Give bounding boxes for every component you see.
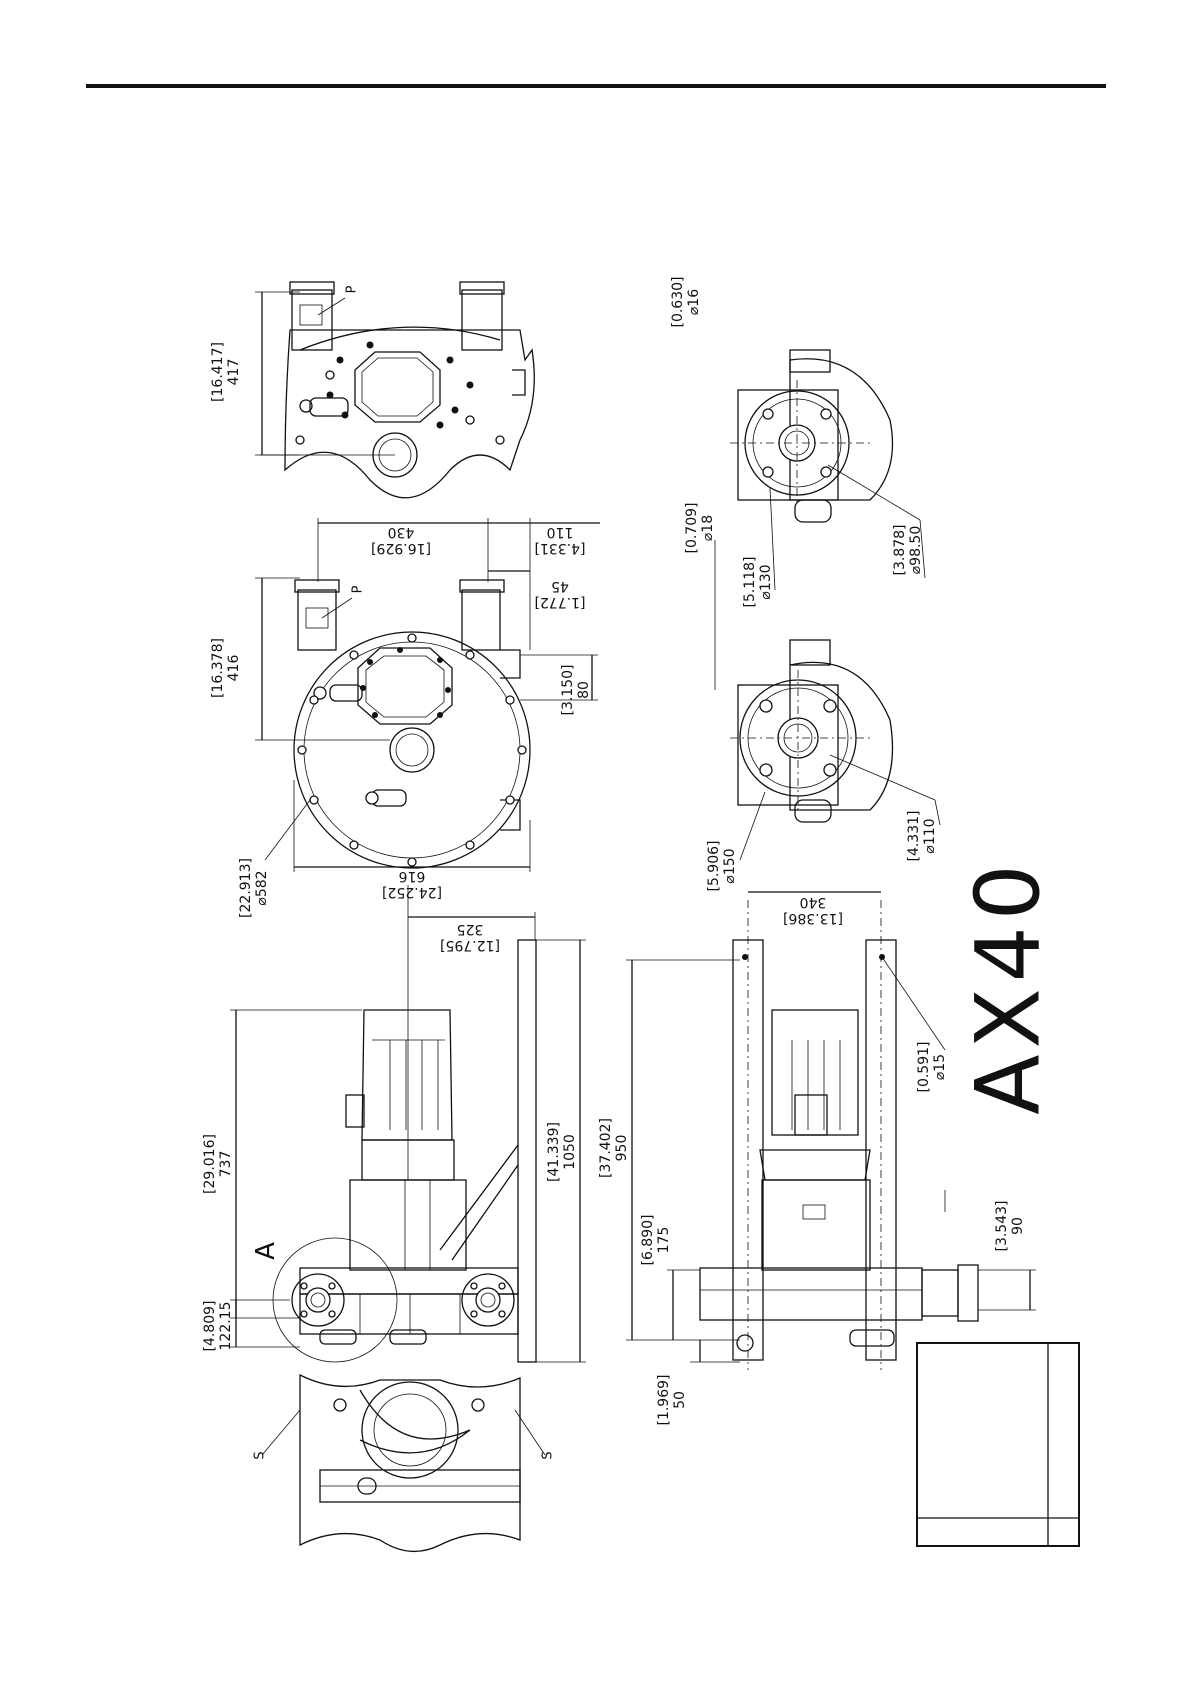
plan-view: [626, 891, 1036, 1370]
dimension-phi18: [0.709]⌀18: [684, 502, 716, 553]
dim-inch: [6.890]: [640, 1214, 656, 1266]
dimension-phi110: [4.331]⌀110: [906, 810, 938, 861]
dim-mm: ⌀130: [758, 564, 774, 600]
dimension-417: [16.417]417: [210, 342, 242, 402]
dim-inch: [1.969]: [656, 1374, 672, 1426]
dimension-340: [13.386]340: [783, 894, 843, 926]
dimension-122-15: [4.809]122.15: [202, 1300, 234, 1351]
title-block: [916, 1342, 1080, 1547]
header-rule: [86, 84, 1106, 88]
dim-inch: [0.591]: [916, 1041, 932, 1093]
dim-inch: [4.331]: [906, 810, 922, 862]
dim-inch: [3.150]: [560, 664, 576, 716]
dim-mm: ⌀110: [922, 818, 938, 854]
dim-inch: [5.118]: [742, 556, 758, 608]
partial-plan-view: [261, 1373, 546, 1553]
dim-mm: 416: [226, 654, 242, 682]
dimension-80: [3.150]80: [560, 664, 592, 715]
dim-inch: [0.709]: [684, 502, 700, 554]
dimension-737: [29.016]737: [202, 1134, 234, 1194]
flange-detail-small: [714, 349, 926, 690]
dimension-430: [16.929]430: [371, 524, 431, 556]
dim-inch: [16.417]: [210, 342, 226, 402]
dim-mm: 430: [387, 524, 415, 540]
dimension-616: [24.252]616: [382, 868, 442, 900]
dim-mm: ⌀15: [932, 1053, 948, 1081]
dimension-582: [22.913]⌀582: [238, 858, 270, 918]
dim-inch: [37.402]: [598, 1118, 614, 1178]
dim-mm: 175: [656, 1226, 672, 1254]
dim-mm: ⌀582: [254, 870, 270, 906]
dim-mm: 616: [398, 868, 426, 884]
dim-inch: [13.386]: [783, 910, 843, 926]
port-p-label-1: P: [344, 285, 360, 294]
dim-mm: 737: [218, 1150, 234, 1178]
side-elevation: [230, 885, 586, 1363]
dim-mm: 340: [799, 894, 827, 910]
model-text: AX40: [956, 858, 1060, 1115]
dim-inch: [29.016]: [202, 1134, 218, 1194]
dimension-50: [1.969]50: [656, 1374, 688, 1425]
dim-inch: [4.809]: [202, 1300, 218, 1352]
bolt-s-label-1: S: [252, 1451, 268, 1460]
dim-inch: [4.331]: [534, 540, 586, 556]
dim-mm: 80: [576, 681, 592, 699]
dim-mm: 417: [226, 358, 242, 386]
dimension-phi130: [5.118]⌀130: [742, 556, 774, 607]
dim-inch: [16.378]: [210, 638, 226, 698]
dim-mm: ⌀150: [722, 848, 738, 884]
dim-inch: [22.913]: [238, 858, 254, 918]
dim-inch: [3.878]: [892, 524, 908, 576]
flange-detail-large: [730, 639, 941, 861]
partial-end-view: [255, 281, 535, 499]
dimension-175: [6.890]175: [640, 1214, 672, 1265]
dim-mm: 110: [546, 524, 574, 540]
end-view-circle: [255, 518, 600, 872]
dim-inch: [1.772]: [534, 594, 586, 610]
dimension-90: [3.543]90: [994, 1200, 1026, 1251]
dim-inch: [16.929]: [371, 540, 431, 556]
dim-inch: [3.543]: [994, 1200, 1010, 1252]
dimension-45: [1.772]45: [534, 578, 585, 610]
dimension-950: [37.402]950: [598, 1118, 630, 1178]
dimension-1050: [41.339]1050: [546, 1122, 578, 1182]
dim-mm: ⌀98.50: [908, 525, 924, 575]
dim-inch: [0.630]: [670, 276, 686, 328]
dim-mm: 45: [551, 578, 569, 594]
dim-mm: ⌀18: [700, 514, 716, 542]
dimension-416: [16.378]416: [210, 638, 242, 698]
view-a-label: A: [250, 1242, 281, 1260]
dim-inch: [12.795]: [440, 937, 500, 953]
dimension-phi16: [0.630]⌀16: [670, 276, 702, 327]
dim-inch: [24.252]: [382, 884, 442, 900]
port-p-label-2: P: [350, 585, 366, 594]
dim-mm: 50: [672, 1391, 688, 1409]
dimension-phi98-50: [3.878]⌀98.50: [892, 524, 924, 575]
dim-mm: 90: [1010, 1217, 1026, 1235]
dimension-325: [12.795]325: [440, 921, 500, 953]
dim-inch: [41.339]: [546, 1122, 562, 1182]
dim-mm: ⌀16: [686, 288, 702, 316]
dim-mm: 1050: [562, 1134, 578, 1170]
dim-mm: 950: [614, 1134, 630, 1162]
dimension-110: [4.331]110: [534, 524, 585, 556]
dimension-phi150: [5.906]⌀150: [706, 840, 738, 891]
dimension-phi15: [0.591]⌀15: [916, 1041, 948, 1092]
dim-mm: 325: [456, 921, 484, 937]
dim-inch: [5.906]: [706, 840, 722, 892]
bolt-s-label-2: S: [540, 1451, 556, 1460]
dim-mm: 122.15: [218, 1301, 234, 1351]
